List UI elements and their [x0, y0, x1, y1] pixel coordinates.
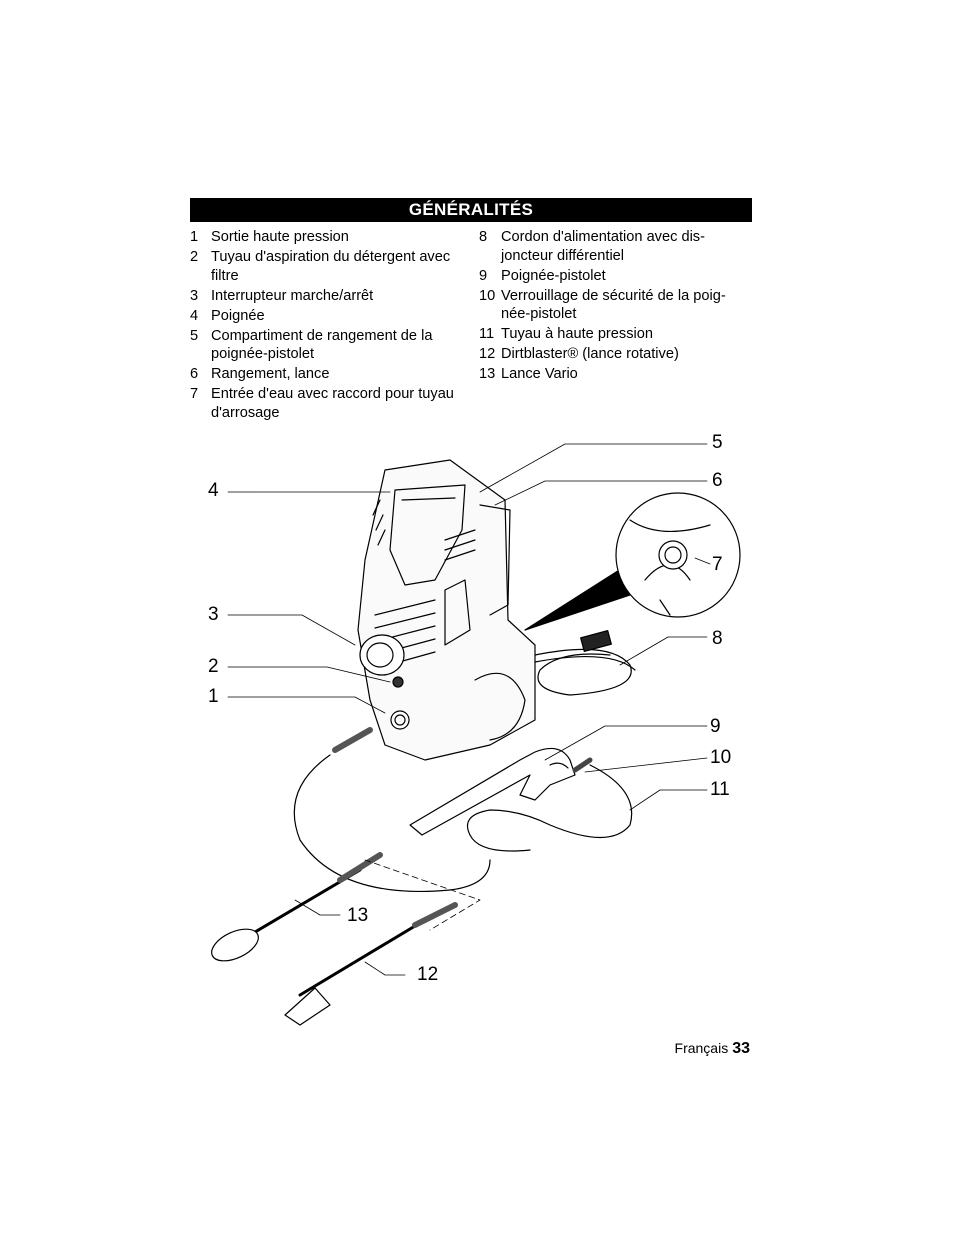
- legend-number: 10: [479, 287, 496, 304]
- high-pressure-outlet: [390, 710, 410, 730]
- callout-8: 8: [712, 628, 723, 649]
- page-number: 33: [732, 1040, 750, 1057]
- high-pressure-hose: [293, 754, 491, 893]
- legend-number: 6: [190, 366, 199, 382]
- callout-3: 3: [208, 604, 219, 625]
- legend-text: Poignée: [211, 307, 265, 324]
- legend-number: 2: [190, 249, 199, 265]
- pressure-washer-diagram: [211, 443, 741, 1026]
- handle-grip: [389, 484, 466, 586]
- legend-number: 7: [190, 386, 199, 402]
- legend-text: Interrupteur marche/arrêt: [211, 287, 374, 304]
- washer-body: [357, 459, 536, 761]
- legend-item: 13 Lance Vario: [479, 365, 754, 384]
- rcd-plug: [580, 630, 612, 652]
- section-title: GÉNÉRALITÉS: [190, 198, 752, 222]
- footer-language: Français: [674, 1040, 729, 1056]
- callout-12: 12: [417, 964, 439, 985]
- legend-text: Poignée-pistolet: [501, 267, 606, 284]
- legend-item: 5 Compartiment de rangement de la poignée…: [190, 327, 460, 364]
- legend-text: Tuyau à haute pression: [501, 326, 653, 342]
- legend-item: 3 Interrupteur marche/arrêt: [190, 287, 460, 306]
- legend-number: 12: [479, 346, 496, 362]
- legend-text: Tuyau d'aspiration du détergent avec fil…: [211, 249, 451, 284]
- legend-number: 8: [479, 229, 488, 245]
- callout-9: 9: [710, 716, 721, 737]
- legend-text: Verrouillage de sécurité de la poig-née-…: [501, 287, 726, 323]
- legend-left-column: 1 Sortie haute pression 2 Tuyau d'aspirati…: [190, 228, 460, 424]
- legend-text: Sortie haute pression: [211, 229, 349, 245]
- callout-2: 2: [208, 656, 219, 677]
- callout-5: 5: [712, 432, 723, 453]
- legend-text: Dirtblaster® (lance rotative): [501, 346, 679, 362]
- callout-11: 11: [710, 779, 730, 800]
- callout-1: 1: [208, 686, 219, 707]
- callout-4: 4: [208, 480, 219, 501]
- legend-number: 3: [190, 287, 199, 304]
- on-off-switch: [359, 634, 405, 676]
- legend-text: Compartiment de rangement de la poignée-…: [211, 327, 433, 363]
- legend-item: 4 Poignée: [190, 307, 460, 326]
- legend-item: 9 Poignée-pistolet: [479, 267, 754, 286]
- legend-text: Cordon d'alimentation avec dis-joncteur …: [501, 229, 705, 264]
- legend-number: 4: [190, 307, 199, 324]
- legend-item: 2 Tuyau d'aspiration du détergent avec fi…: [190, 248, 460, 285]
- dirtblaster-lance: [298, 918, 427, 997]
- legend-item: 6 Rangement, lance: [190, 365, 460, 384]
- trigger-gun: [409, 747, 576, 836]
- legend-number: 11: [479, 326, 495, 342]
- callout-10: 10: [710, 747, 732, 768]
- legend-item: 1 Sortie haute pression: [190, 228, 460, 247]
- legend-item: 7 Entrée d'eau avec raccord pour tuyau d'…: [190, 385, 460, 422]
- callout-6: 6: [712, 470, 723, 491]
- legend-right-column: 8 Cordon d'alimentation avec dis-joncteur…: [479, 228, 754, 385]
- legend-number: 5: [190, 327, 199, 344]
- callout-7: 7: [712, 554, 723, 575]
- callout-13: 13: [347, 905, 369, 926]
- legend-number: 9: [479, 267, 488, 284]
- legend-item: 11 Tuyau à haute pression: [479, 325, 754, 344]
- legend-item: 10 Verrouillage de sécurité de la poig-né…: [479, 287, 754, 324]
- power-cord: [534, 648, 632, 696]
- legend-number: 1: [190, 229, 199, 245]
- legend-item: 12 Dirtblaster® (lance rotative): [479, 345, 754, 364]
- legend-text: Lance Vario: [501, 366, 578, 382]
- legend-text: Rangement, lance: [211, 366, 330, 382]
- legend-number: 13: [479, 366, 496, 382]
- legend-item: 8 Cordon d'alimentation avec dis-joncteur…: [479, 228, 754, 265]
- legend-text: Entrée d'eau avec raccord pour tuyau d'a…: [211, 386, 454, 421]
